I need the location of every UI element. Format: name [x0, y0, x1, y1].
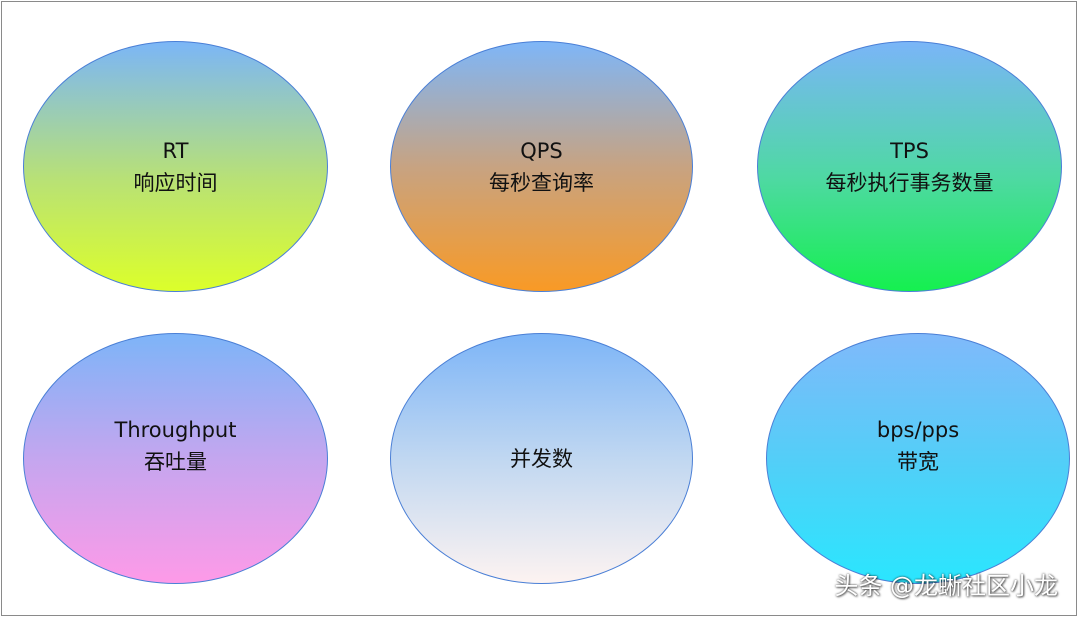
qps-label-en: QPS: [520, 138, 563, 163]
concurrency-label-cn: 并发数: [510, 446, 573, 471]
qps-label-cn: 每秒查询率: [489, 170, 594, 195]
tps-label-en: TPS: [890, 138, 929, 163]
bandwidth-label-cn: 带宽: [897, 449, 939, 474]
throughput-label-cn: 吞吐量: [144, 449, 207, 474]
ellipse-rt: RT 响应时间: [23, 41, 328, 292]
ellipse-bandwidth: bps/pps 带宽: [766, 333, 1070, 584]
ellipse-qps: QPS 每秒查询率: [390, 41, 693, 292]
ellipse-throughput: Throughput 吞吐量: [23, 333, 328, 584]
ellipse-concurrency: 并发数: [390, 333, 693, 584]
rt-label-cn: 响应时间: [133, 170, 218, 195]
rt-label-en: RT: [162, 138, 189, 163]
tps-label-cn: 每秒执行事务数量: [825, 170, 994, 195]
throughput-label-en: Throughput: [114, 417, 237, 442]
ellipse-tps: TPS 每秒执行事务数量: [757, 41, 1062, 292]
watermark-text: 头条 @龙蜥社区小龙: [834, 572, 1058, 600]
bandwidth-label-en: bps/pps: [876, 417, 960, 442]
